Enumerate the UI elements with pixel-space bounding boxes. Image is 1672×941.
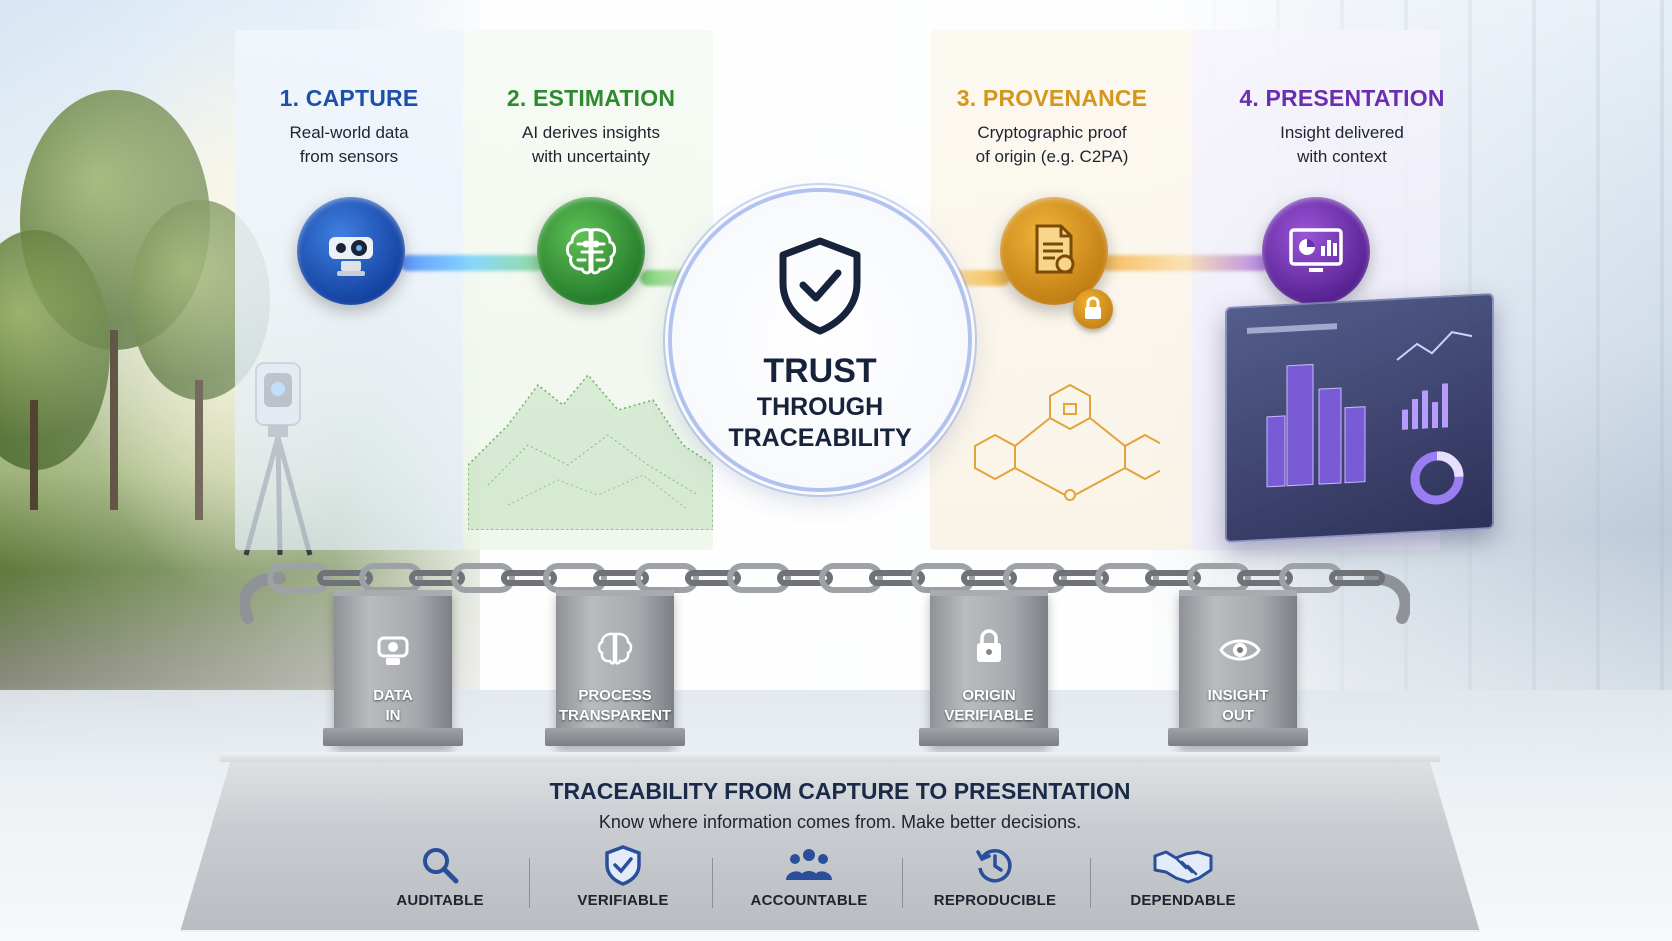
value-auditable: AUDITABLE bbox=[355, 844, 525, 909]
pillar-label-process-transparent: PROCESS TRANSPARENT bbox=[558, 687, 672, 724]
trust-title: TRUST bbox=[763, 352, 877, 390]
data-flow-wave bbox=[1100, 255, 1270, 271]
divider bbox=[902, 858, 903, 908]
pillar-insight-out bbox=[1179, 590, 1297, 746]
pillar-label-insight-out: INSIGHT OUT bbox=[1207, 687, 1269, 724]
provenance-title: 3. PROVENANCE bbox=[956, 85, 1148, 111]
trust-subtitle-line2: TRACEABILITY bbox=[728, 424, 912, 452]
chain-link bbox=[1237, 570, 1293, 586]
value-verifiable: VERIFIABLE bbox=[538, 844, 708, 909]
sensor-icon bbox=[377, 636, 409, 665]
divider bbox=[712, 858, 713, 908]
chain-link bbox=[777, 570, 833, 586]
pillar-process-transparent bbox=[556, 590, 674, 746]
chain-link bbox=[1095, 563, 1159, 593]
pillar-label-data-in: DATA IN bbox=[373, 687, 413, 724]
provenance-network bbox=[974, 383, 1160, 501]
people-group-icon bbox=[786, 849, 832, 880]
padlock-icon bbox=[977, 629, 1001, 662]
presentation-description: Insight delivered with context bbox=[1280, 123, 1404, 166]
pillar-label-origin-verifiable: ORIGIN VERIFIABLE bbox=[944, 687, 1034, 724]
divider bbox=[529, 858, 530, 908]
chain-link bbox=[727, 563, 791, 593]
shield-check-icon bbox=[779, 237, 861, 335]
estimation-title: 2. ESTIMATION bbox=[506, 85, 676, 111]
data-flow-wave bbox=[640, 270, 690, 286]
document-lock-icon bbox=[1000, 197, 1108, 305]
data-flow-wave bbox=[950, 270, 1010, 286]
value-label: REPRODUCIBLE bbox=[933, 892, 1057, 909]
chain-link bbox=[1053, 570, 1109, 586]
pillar-origin-verifiable bbox=[930, 590, 1048, 746]
value-label: DEPENDABLE bbox=[1130, 892, 1236, 909]
shield-check-icon bbox=[605, 845, 641, 886]
divider bbox=[1090, 858, 1091, 908]
chain-link bbox=[593, 570, 649, 586]
stone-base bbox=[180, 756, 1480, 932]
chain-link bbox=[869, 570, 925, 586]
value-reproducible: REPRODUCIBLE bbox=[910, 844, 1080, 909]
brain-icon bbox=[597, 632, 633, 665]
base-title: TRACEABILITY FROM CAPTURE TO PRESENTATIO… bbox=[549, 778, 1131, 804]
brain-circuit-icon bbox=[537, 197, 645, 305]
chain-link bbox=[501, 570, 557, 586]
pillar-base bbox=[323, 728, 463, 746]
chain-link bbox=[267, 563, 331, 593]
magnifier-icon bbox=[423, 848, 459, 884]
pillar-base bbox=[919, 728, 1059, 746]
provenance-description: Cryptographic proof of origin (e.g. C2PA… bbox=[975, 123, 1129, 166]
chain-link bbox=[1329, 570, 1385, 586]
presentation-title: 4. PRESENTATION bbox=[1239, 85, 1445, 111]
chain-link bbox=[819, 563, 883, 593]
chain-link bbox=[451, 563, 515, 593]
chain-link bbox=[961, 570, 1017, 586]
base-subtitle: Know where information comes from. Make … bbox=[598, 812, 1082, 832]
data-flow-wave bbox=[400, 255, 545, 271]
value-label: VERIFIABLE bbox=[577, 892, 669, 909]
lock-badge-icon bbox=[1073, 289, 1113, 329]
dashboard-screen bbox=[1225, 292, 1494, 544]
trust-subtitle-line1: THROUGH bbox=[756, 393, 884, 421]
value-label: AUDITABLE bbox=[396, 892, 484, 909]
clock-refresh-icon bbox=[976, 849, 1012, 883]
chain-link bbox=[1279, 563, 1343, 593]
estimation-description: AI derives insights with uncertainty bbox=[522, 123, 660, 166]
capture-title: 1. CAPTURE bbox=[279, 85, 419, 111]
value-dependable: DEPENDABLE bbox=[1098, 844, 1268, 909]
chain-end bbox=[1364, 572, 1410, 624]
point-cloud-terrain bbox=[468, 373, 713, 530]
stone-base-top bbox=[220, 752, 1440, 762]
camera-sensor-icon bbox=[297, 197, 405, 305]
pillar-data-in bbox=[334, 590, 452, 746]
chain-link bbox=[685, 570, 741, 586]
handshake-icon bbox=[1153, 850, 1213, 884]
capture-description: Real-world data from sensors bbox=[289, 123, 409, 166]
value-accountable: ACCOUNTABLE bbox=[724, 844, 894, 909]
dashboard-monitor-icon bbox=[1262, 197, 1370, 305]
value-label: ACCOUNTABLE bbox=[750, 892, 868, 909]
chain-link bbox=[1145, 570, 1201, 586]
eye-icon bbox=[1219, 639, 1261, 661]
chain-link bbox=[409, 570, 465, 586]
chain-link bbox=[317, 570, 373, 586]
pillar-base bbox=[545, 728, 685, 746]
pillar-base bbox=[1168, 728, 1308, 746]
